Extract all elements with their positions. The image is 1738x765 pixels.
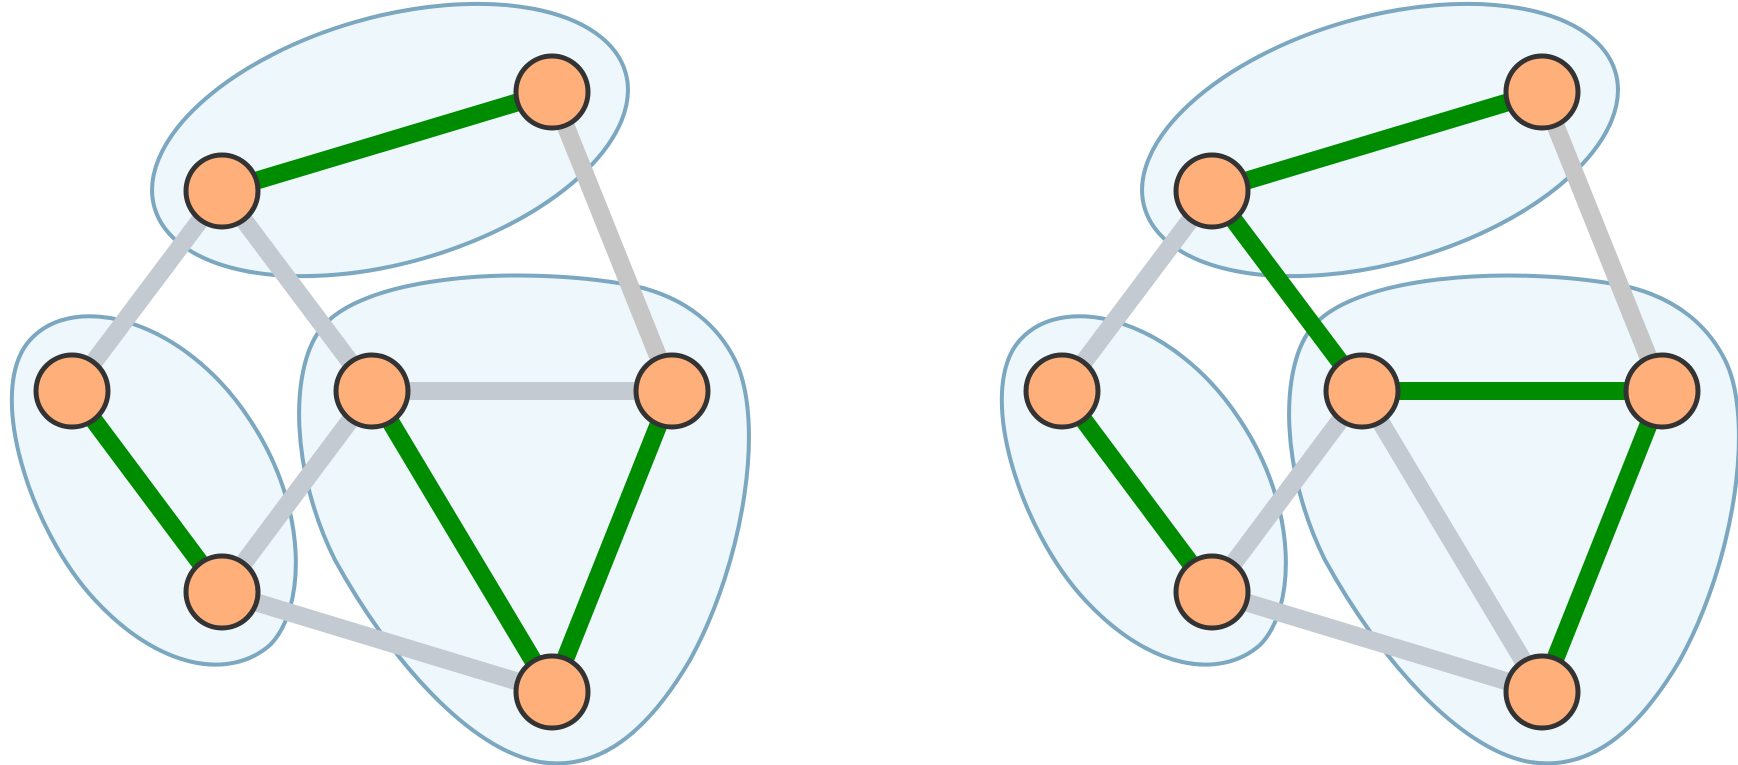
edge-n3-n4 — [1204, 385, 1370, 598]
left-graph-panel — [9, 1, 751, 765]
edge-n3-n6 — [219, 583, 555, 701]
edge-n4-n6 — [1354, 386, 1550, 697]
edge-layer — [64, 83, 681, 701]
graph-node-n0 — [513, 53, 591, 131]
edge-n1-n4 — [214, 185, 380, 397]
graph-node-n1 — [183, 152, 261, 230]
edge-n3-n4 — [214, 385, 380, 598]
highlighted-edge-n0-n1 — [219, 83, 555, 200]
graph-node-n5 — [633, 352, 711, 430]
highlighted-edge-n4-n6 — [364, 386, 560, 697]
highlighted-edge-n1-n4 — [1204, 185, 1370, 397]
highlighted-edge-n2-n3 — [1054, 385, 1220, 598]
right-graph-panel — [999, 1, 1738, 765]
graph-node-n3 — [183, 553, 261, 631]
edge-n0-n5 — [1533, 88, 1671, 395]
highlighted-edge-n5-n6 — [543, 387, 681, 696]
edge-n1-n2 — [1054, 185, 1220, 397]
node-layer — [1023, 53, 1701, 731]
highlighted-edge-n0-n1 — [1209, 83, 1545, 200]
edge-n0-n5 — [543, 88, 681, 395]
highlighted-edge-n5-n6 — [1533, 387, 1671, 696]
graph-node-n4 — [333, 352, 411, 430]
edge-n3-n6 — [1209, 583, 1545, 701]
graph-node-n2 — [33, 352, 111, 430]
highlighted-edge-n2-n3 — [64, 385, 230, 598]
graph-node-n3 — [1173, 553, 1251, 631]
edge-n1-n2 — [64, 185, 230, 397]
graph-node-n5 — [1623, 352, 1701, 430]
graph-node-n2 — [1023, 352, 1101, 430]
graph-node-n0 — [1503, 53, 1581, 131]
node-layer — [33, 53, 711, 731]
graph-node-n4 — [1323, 352, 1401, 430]
edge-layer — [1054, 83, 1671, 701]
graph-node-n6 — [513, 653, 591, 731]
graph-node-n6 — [1503, 653, 1581, 731]
graph-node-n1 — [1173, 152, 1251, 230]
